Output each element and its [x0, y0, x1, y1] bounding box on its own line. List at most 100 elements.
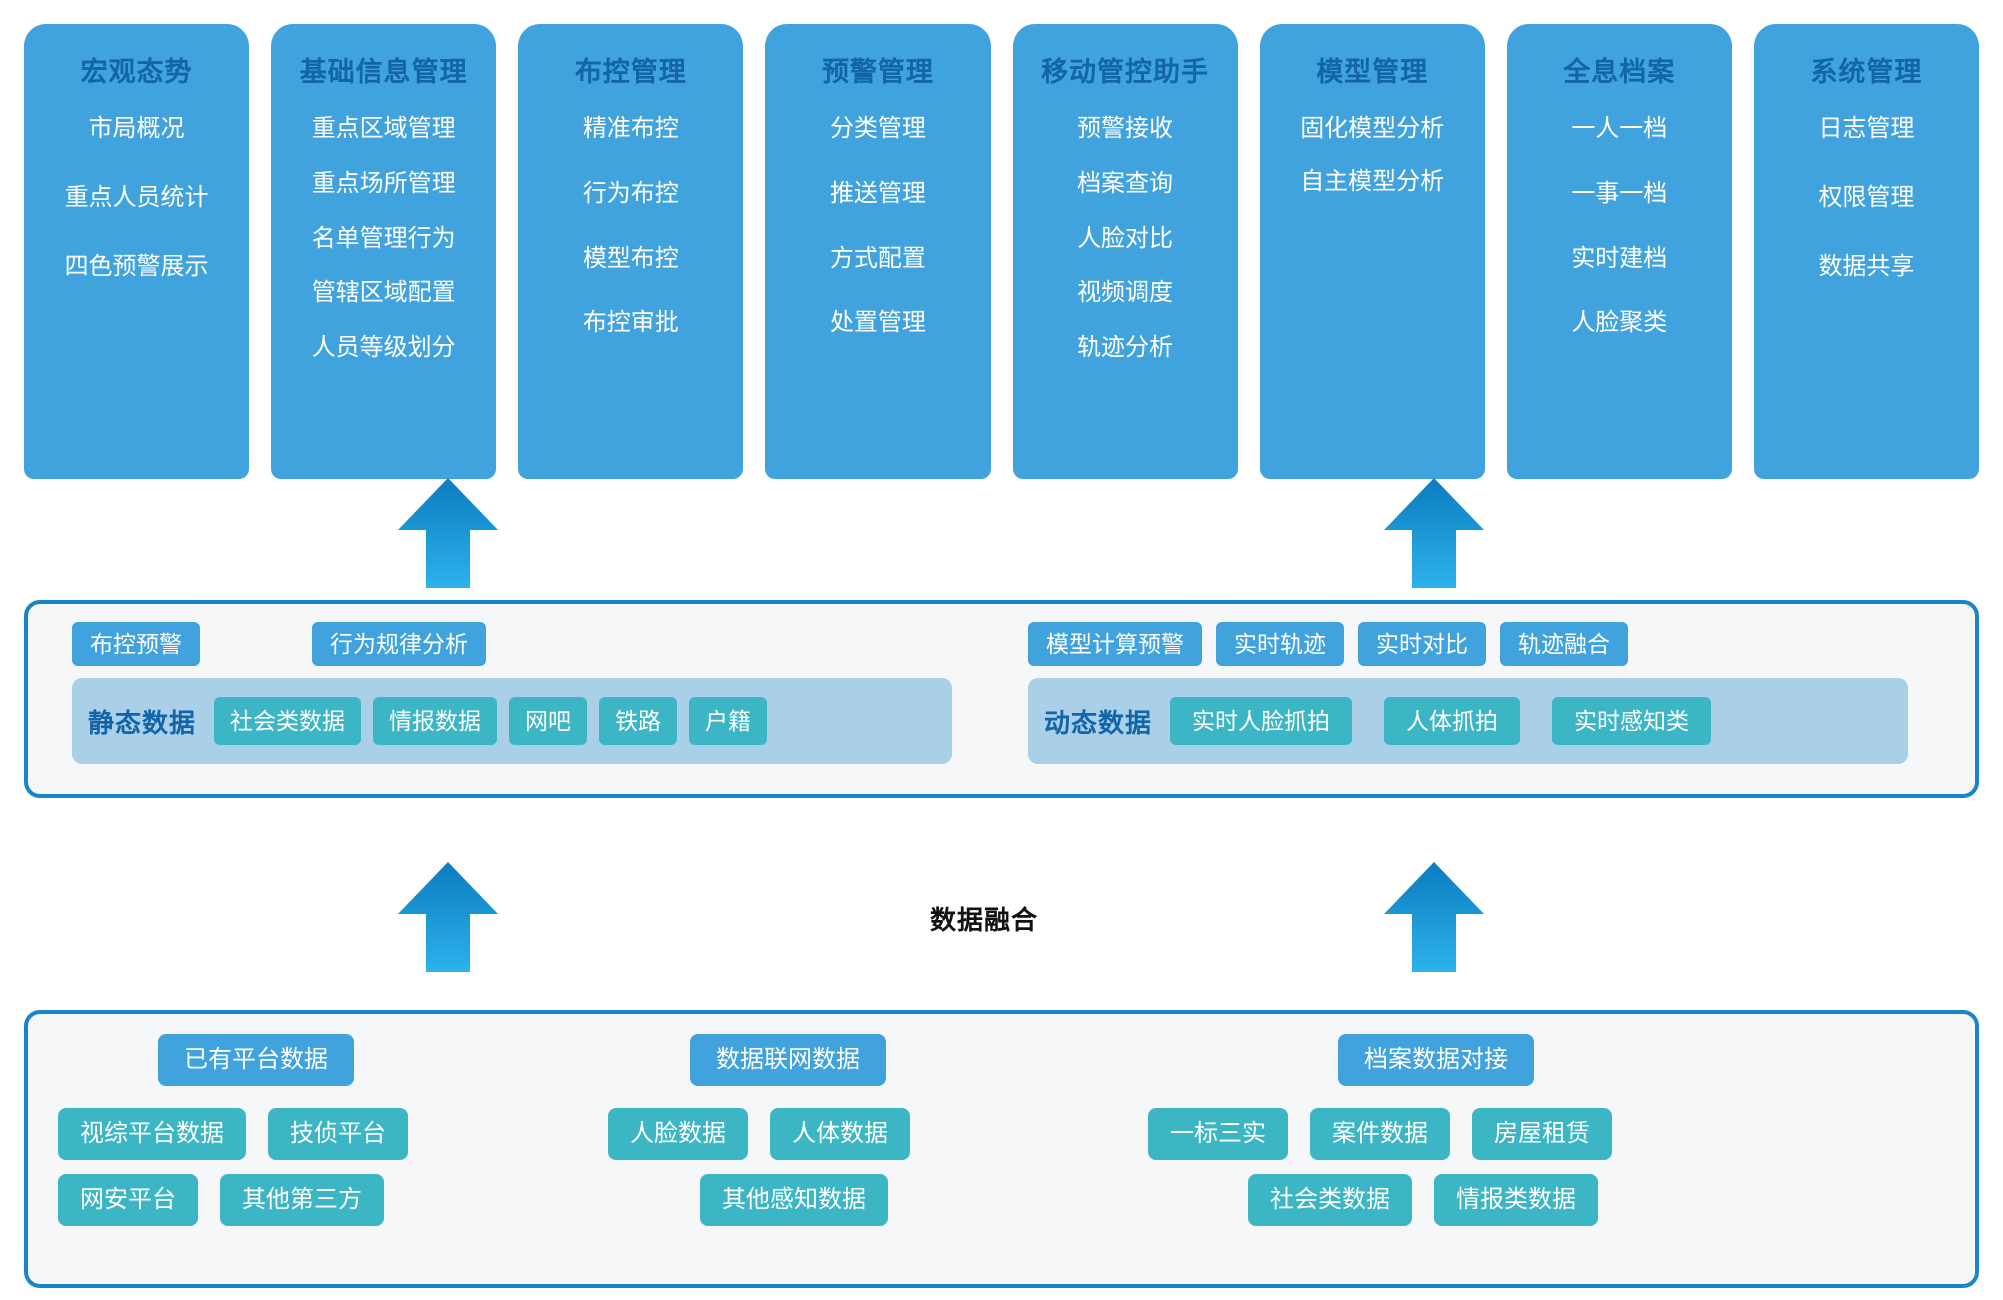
- source-heading-wrap: 数据联网数据: [608, 1034, 1128, 1086]
- source-chip[interactable]: 网安平台: [58, 1174, 198, 1226]
- module-title: 全息档案: [1563, 57, 1676, 87]
- data-chip[interactable]: 社会类数据: [214, 697, 362, 745]
- module-card-alert-management[interactable]: 预警管理 分类管理 推送管理 方式配置 处置管理: [765, 24, 991, 479]
- source-chip-row: 其他感知数据: [608, 1174, 1128, 1226]
- source-chip[interactable]: 一标三实: [1148, 1108, 1288, 1160]
- module-item[interactable]: 重点场所管理: [311, 169, 456, 197]
- data-chip[interactable]: 户籍: [689, 697, 768, 745]
- static-data-group: 布控预警 行为规律分析 静态数据 社会类数据 情报数据 网吧 铁路 户籍: [72, 622, 952, 764]
- module-item[interactable]: 重点人员统计: [64, 183, 209, 211]
- module-item[interactable]: 模型布控: [582, 244, 679, 272]
- module-item[interactable]: 档案查询: [1077, 169, 1174, 197]
- module-item[interactable]: 视频调度: [1077, 279, 1174, 307]
- source-chip[interactable]: 人脸数据: [608, 1108, 748, 1160]
- band-label: 动态数据: [1044, 707, 1153, 738]
- source-chip[interactable]: 情报类数据: [1434, 1174, 1598, 1226]
- module-title: 移动管控助手: [1041, 57, 1210, 87]
- source-group-networked-data: 数据联网数据 人脸数据 人体数据 其他感知数据: [608, 1034, 1128, 1240]
- module-item-list: 日志管理 权限管理 数据共享: [1762, 101, 1971, 281]
- data-chip[interactable]: 人体抓拍: [1384, 697, 1521, 745]
- source-chip[interactable]: 其他第三方: [220, 1174, 384, 1226]
- module-item[interactable]: 预警接收: [1077, 115, 1174, 142]
- module-item-list: 一人一档 一事一档 实时建档 人脸聚类: [1515, 101, 1724, 338]
- data-chip[interactable]: 实时感知类: [1552, 697, 1712, 745]
- data-chip[interactable]: 情报数据: [373, 697, 498, 745]
- source-chip[interactable]: 案件数据: [1310, 1108, 1450, 1160]
- fusion-capability-panel: 布控预警 行为规律分析 静态数据 社会类数据 情报数据 网吧 铁路 户籍 模型计…: [24, 600, 1979, 798]
- module-item[interactable]: 分类管理: [829, 115, 926, 142]
- source-chip[interactable]: 视综平台数据: [58, 1108, 246, 1160]
- capability-chip[interactable]: 实时轨迹: [1216, 622, 1344, 666]
- source-chip[interactable]: 其他感知数据: [700, 1174, 888, 1226]
- dynamic-capability-row: 模型计算预警 实时轨迹 实时对比 轨迹融合: [1028, 622, 1908, 666]
- arrow-up-icon: [398, 862, 498, 972]
- source-chip[interactable]: 人体数据: [770, 1108, 910, 1160]
- source-chip-row: 视综平台数据 技侦平台: [58, 1108, 578, 1160]
- band-label: 静态数据: [88, 707, 197, 738]
- capability-chip[interactable]: 布控预警: [72, 622, 200, 666]
- module-item-list: 固化模型分析 自主模型分析: [1268, 101, 1477, 197]
- module-title: 宏观态势: [80, 57, 193, 87]
- module-item[interactable]: 一事一档: [1571, 179, 1668, 207]
- module-card-deployment-control[interactable]: 布控管理 精准布控 行为布控 模型布控 布控审批: [518, 24, 744, 479]
- module-item[interactable]: 方式配置: [829, 244, 926, 272]
- capability-chip[interactable]: 轨迹融合: [1500, 622, 1628, 666]
- source-chip-rows: 一标三实 案件数据 房屋租赁 社会类数据 情报类数据: [1148, 1108, 1908, 1226]
- module-item[interactable]: 名单管理行为: [311, 224, 456, 252]
- module-item-list: 预警接收 档案查询 人脸对比 视频调度 轨迹分析: [1021, 101, 1230, 363]
- module-title: 基础信息管理: [299, 57, 468, 87]
- module-item[interactable]: 固化模型分析: [1300, 115, 1445, 142]
- module-item[interactable]: 数据共享: [1818, 252, 1915, 280]
- arrow-up-icon: [398, 478, 498, 588]
- static-capability-row: 布控预警 行为规律分析: [72, 622, 952, 666]
- module-card-holographic-archive[interactable]: 全息档案 一人一档 一事一档 实时建档 人脸聚类: [1506, 24, 1732, 479]
- module-item[interactable]: 日志管理: [1818, 115, 1915, 142]
- source-heading[interactable]: 档案数据对接: [1338, 1034, 1534, 1086]
- module-item[interactable]: 推送管理: [829, 179, 926, 207]
- module-item[interactable]: 人脸聚类: [1571, 309, 1668, 337]
- capability-chip[interactable]: 行为规律分析: [312, 622, 486, 666]
- module-item[interactable]: 实时建档: [1571, 244, 1668, 272]
- source-chip-rows: 人脸数据 人体数据 其他感知数据: [608, 1108, 1128, 1226]
- module-card-macro-situation[interactable]: 宏观态势 市局概况 重点人员统计 四色预警展示: [24, 24, 250, 479]
- module-item[interactable]: 自主模型分析: [1300, 167, 1445, 195]
- data-chip[interactable]: 网吧: [509, 697, 588, 745]
- source-heading[interactable]: 数据联网数据: [690, 1034, 886, 1086]
- module-item[interactable]: 人脸对比: [1077, 224, 1174, 252]
- module-card-system-management[interactable]: 系统管理 日志管理 权限管理 数据共享: [1753, 24, 1979, 479]
- module-card-mobile-control-assistant[interactable]: 移动管控助手 预警接收 档案查询 人脸对比 视频调度 轨迹分析: [1012, 24, 1238, 479]
- dynamic-data-group: 模型计算预警 实时轨迹 实时对比 轨迹融合 动态数据 实时人脸抓拍 人体抓拍 实…: [1028, 622, 1908, 764]
- module-card-basic-info-management[interactable]: 基础信息管理 重点区域管理 重点场所管理 名单管理行为 管辖区域配置 人员等级划…: [271, 24, 497, 479]
- module-card-model-management[interactable]: 模型管理 固化模型分析 自主模型分析: [1259, 24, 1485, 479]
- source-heading-wrap: 已有平台数据: [58, 1034, 578, 1086]
- module-title: 模型管理: [1316, 57, 1429, 87]
- source-chip[interactable]: 社会类数据: [1248, 1174, 1412, 1226]
- module-card-row: 宏观态势 市局概况 重点人员统计 四色预警展示 基础信息管理 重点区域管理 重点…: [24, 24, 1979, 479]
- module-item[interactable]: 轨迹分析: [1077, 334, 1174, 362]
- module-item[interactable]: 管辖区域配置: [311, 279, 456, 307]
- static-data-band: 静态数据 社会类数据 情报数据 网吧 铁路 户籍: [72, 678, 952, 764]
- capability-chip[interactable]: 实时对比: [1358, 622, 1486, 666]
- module-item[interactable]: 权限管理: [1818, 183, 1915, 211]
- data-chip[interactable]: 铁路: [599, 697, 678, 745]
- module-item[interactable]: 四色预警展示: [64, 252, 209, 280]
- module-title: 预警管理: [821, 57, 934, 87]
- source-heading[interactable]: 已有平台数据: [158, 1034, 354, 1086]
- source-chip[interactable]: 房屋租赁: [1472, 1108, 1612, 1160]
- module-item[interactable]: 精准布控: [582, 115, 679, 142]
- module-item[interactable]: 一人一档: [1571, 115, 1668, 142]
- module-item[interactable]: 人员等级划分: [311, 334, 456, 362]
- module-item-list: 分类管理 推送管理 方式配置 处置管理: [773, 101, 982, 338]
- module-item-list: 市局概况 重点人员统计 四色预警展示: [32, 101, 241, 281]
- source-chip[interactable]: 技侦平台: [268, 1108, 408, 1160]
- source-chip-row: 人脸数据 人体数据: [608, 1108, 1128, 1160]
- module-item[interactable]: 重点区域管理: [311, 115, 456, 142]
- module-item[interactable]: 行为布控: [582, 179, 679, 207]
- module-item[interactable]: 市局概况: [88, 115, 185, 142]
- data-source-panel: 已有平台数据 视综平台数据 技侦平台 网安平台 其他第三方 数据联网数据 人脸: [24, 1010, 1979, 1288]
- data-chip[interactable]: 实时人脸抓拍: [1170, 697, 1353, 745]
- capability-chip[interactable]: 模型计算预警: [1028, 622, 1202, 666]
- module-item[interactable]: 处置管理: [829, 309, 926, 337]
- module-item[interactable]: 布控审批: [582, 309, 679, 337]
